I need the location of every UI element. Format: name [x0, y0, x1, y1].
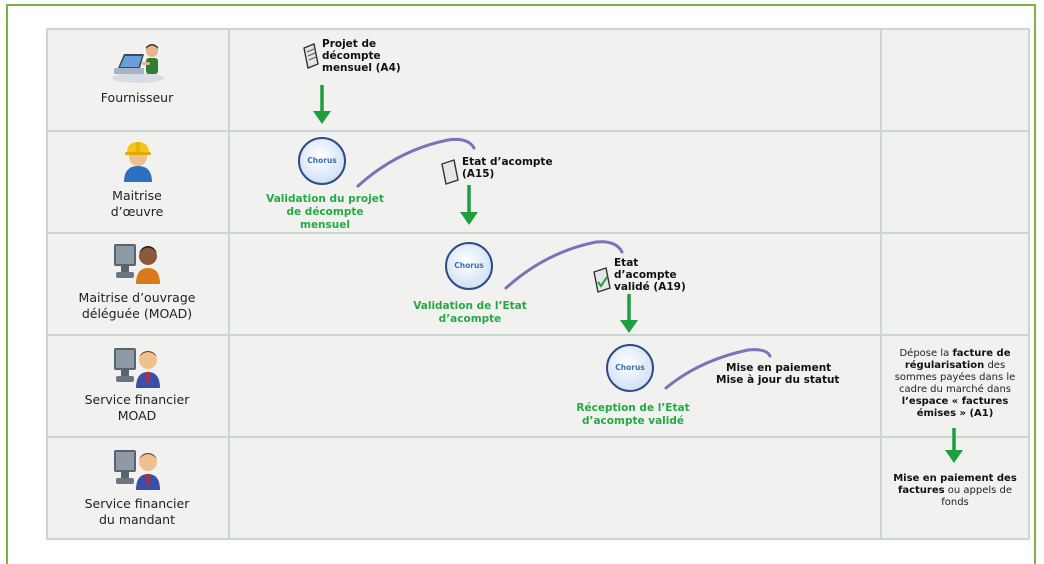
step-label-line: d’acompte validé	[581, 415, 685, 427]
document-icon	[303, 43, 319, 69]
flow-curve	[664, 348, 772, 390]
document-label-line: d’acompte	[614, 269, 677, 281]
step-label-validation-etat: Validation de l’Etat d’acompte	[400, 300, 540, 326]
lane-label-line: Fournisseur	[100, 90, 174, 105]
chorus-logo-icon: Chorus	[445, 242, 493, 290]
payment-line: Mise en paiement	[726, 362, 832, 374]
grid-line	[46, 130, 1030, 132]
document-label-line: validé (A19)	[614, 281, 686, 293]
lane-label-maitrise-oeuvre: Maitrise d’œuvre	[46, 188, 228, 220]
step-label-line: mensuel	[300, 219, 350, 231]
side-text-part: des	[984, 360, 1006, 371]
document-label-etat-acompte-valide: Etat d’acompte validé (A19)	[614, 257, 686, 293]
supplier-at-laptop-icon	[112, 44, 164, 83]
side-text-part: Dépose la	[899, 348, 953, 359]
chorus-logo-text: Chorus	[454, 261, 484, 270]
document-label-projet-decompte: Projet de décompte mensuel (A4)	[322, 38, 401, 74]
document-label-etat-acompte: Etat d’acompte (A15)	[462, 156, 553, 180]
document-label-line: mensuel (A4)	[322, 62, 401, 74]
lane-row-service-financier-moad	[46, 336, 1030, 436]
down-arrow-icon	[460, 185, 478, 225]
lane-label-line: Service financier	[84, 496, 190, 511]
step-label-validation-projet: Validation du projet de décompte mensuel	[255, 193, 395, 232]
document-label-line: (A15)	[462, 168, 495, 180]
side-text-part: sommes payées dans le	[894, 372, 1016, 383]
document-icon	[593, 267, 611, 293]
lane-label-service-financier-mandant: Service financier du mandant	[46, 496, 228, 528]
side-text-part: ou appels de	[944, 485, 1013, 496]
step-label-line: d’acompte	[438, 313, 502, 325]
lane-label-moad: Maitrise d’ouvrage déléguée (MOAD)	[46, 290, 228, 322]
chorus-logo-icon: Chorus	[298, 137, 346, 185]
payment-status-text: Mise en paiement Mise à jour du statut	[716, 362, 839, 386]
lane-row-moad	[46, 234, 1030, 334]
down-arrow-icon	[313, 85, 331, 124]
lane-label-line: Maitrise	[112, 188, 162, 203]
lane-label-line: Maitrise d’ouvrage	[78, 290, 196, 305]
payment-line: Mise à jour du statut	[716, 374, 840, 386]
lane-label-line: du mandant	[98, 512, 175, 527]
swimlane-grid: Fournisseur Maitrise d’œuvre Maitrise d’…	[46, 28, 1030, 540]
side-text-part: factures	[897, 485, 945, 496]
worker-hardhat-icon	[124, 142, 152, 182]
step-label-reception-etat: Réception de l’Etat d’acompte validé	[563, 402, 703, 428]
lane-label-service-financier-moad: Service financier MOAD	[46, 392, 228, 424]
document-label-line: Etat d’acompte	[462, 156, 553, 168]
chorus-logo-text: Chorus	[307, 156, 337, 165]
chorus-logo-icon: Chorus	[606, 344, 654, 392]
person-at-computer-icon	[114, 244, 160, 284]
lane-label-line: Service financier	[84, 392, 190, 407]
document-label-line: Etat	[614, 257, 639, 269]
down-arrow-icon	[620, 294, 638, 333]
lane-label-line: d’œuvre	[110, 204, 164, 219]
side-note-mise-en-paiement: Mise en paiement des factures ou appels …	[884, 473, 1026, 509]
step-label-line: Réception de l’Etat	[576, 402, 690, 414]
flow-curve	[356, 137, 476, 188]
step-label-line: Validation de l’Etat	[413, 300, 527, 312]
grid-line	[880, 28, 882, 540]
document-label-line: décompte	[322, 50, 381, 62]
step-label-line: Validation du projet	[266, 193, 384, 205]
grid-line	[46, 232, 1030, 234]
flow-curve	[504, 240, 624, 290]
grid-line	[228, 28, 230, 540]
side-text-part: Mise en paiement des	[893, 473, 1017, 484]
document-label-line: Projet de	[322, 38, 377, 50]
person-at-computer-icon	[114, 348, 160, 388]
lane-row-maitrise-oeuvre	[46, 132, 1030, 232]
document-icon	[441, 159, 459, 185]
person-at-computer-icon	[114, 450, 160, 490]
grid-line	[46, 334, 1030, 336]
side-text-part: « factures	[948, 396, 1009, 407]
side-text-part: facture de	[952, 348, 1011, 359]
lane-label-line: déléguée (MOAD)	[81, 306, 193, 321]
grid-line	[46, 436, 1030, 438]
lane-row-service-financier-mandant	[46, 438, 1030, 540]
grid-line	[1028, 28, 1030, 540]
chorus-logo-text: Chorus	[615, 363, 645, 372]
grid-line	[46, 538, 1030, 540]
step-label-line: de décompte	[286, 206, 364, 218]
side-text-part: fonds	[941, 497, 969, 508]
side-text-part: émises » (A1)	[916, 408, 994, 419]
side-note-regularisation: Dépose la facture de régularisation des …	[884, 348, 1026, 420]
lane-label-fournisseur: Fournisseur	[46, 90, 228, 106]
lane-label-line: MOAD	[117, 408, 157, 423]
down-arrow-icon	[945, 428, 963, 463]
side-text-part: l’espace	[901, 396, 949, 407]
lane-row-fournisseur	[46, 28, 1030, 130]
side-text-part: régularisation	[904, 360, 985, 371]
grid-line	[46, 28, 48, 540]
side-text-part: cadre du marché dans	[898, 384, 1011, 395]
grid-line	[46, 28, 1030, 30]
